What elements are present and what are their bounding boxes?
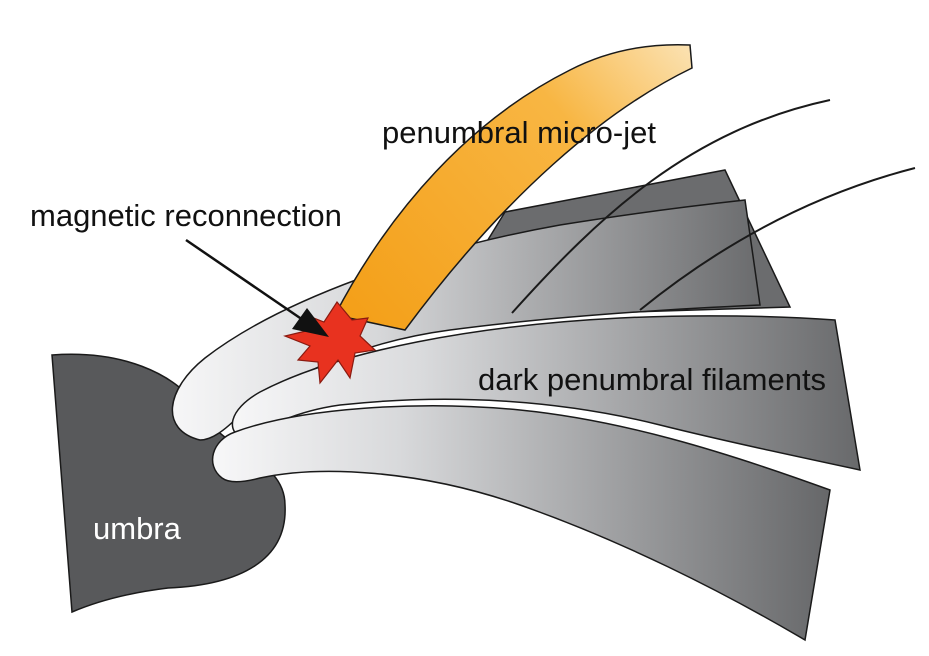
field-line-2 — [639, 167, 916, 311]
umbra-shape — [51, 353, 286, 614]
lower-filament — [211, 405, 831, 642]
umbra-label: umbra — [93, 511, 181, 546]
reconnection-label: magnetic reconnection — [30, 198, 342, 233]
filaments-label: dark penumbral filaments — [478, 362, 827, 397]
micro-jet — [333, 43, 693, 331]
reconnection-arrow-head — [292, 308, 329, 337]
micro-jet-label: penumbral micro-jet — [382, 115, 656, 150]
reconnection-arrow-line — [185, 238, 304, 322]
field-line-1 — [511, 99, 831, 314]
